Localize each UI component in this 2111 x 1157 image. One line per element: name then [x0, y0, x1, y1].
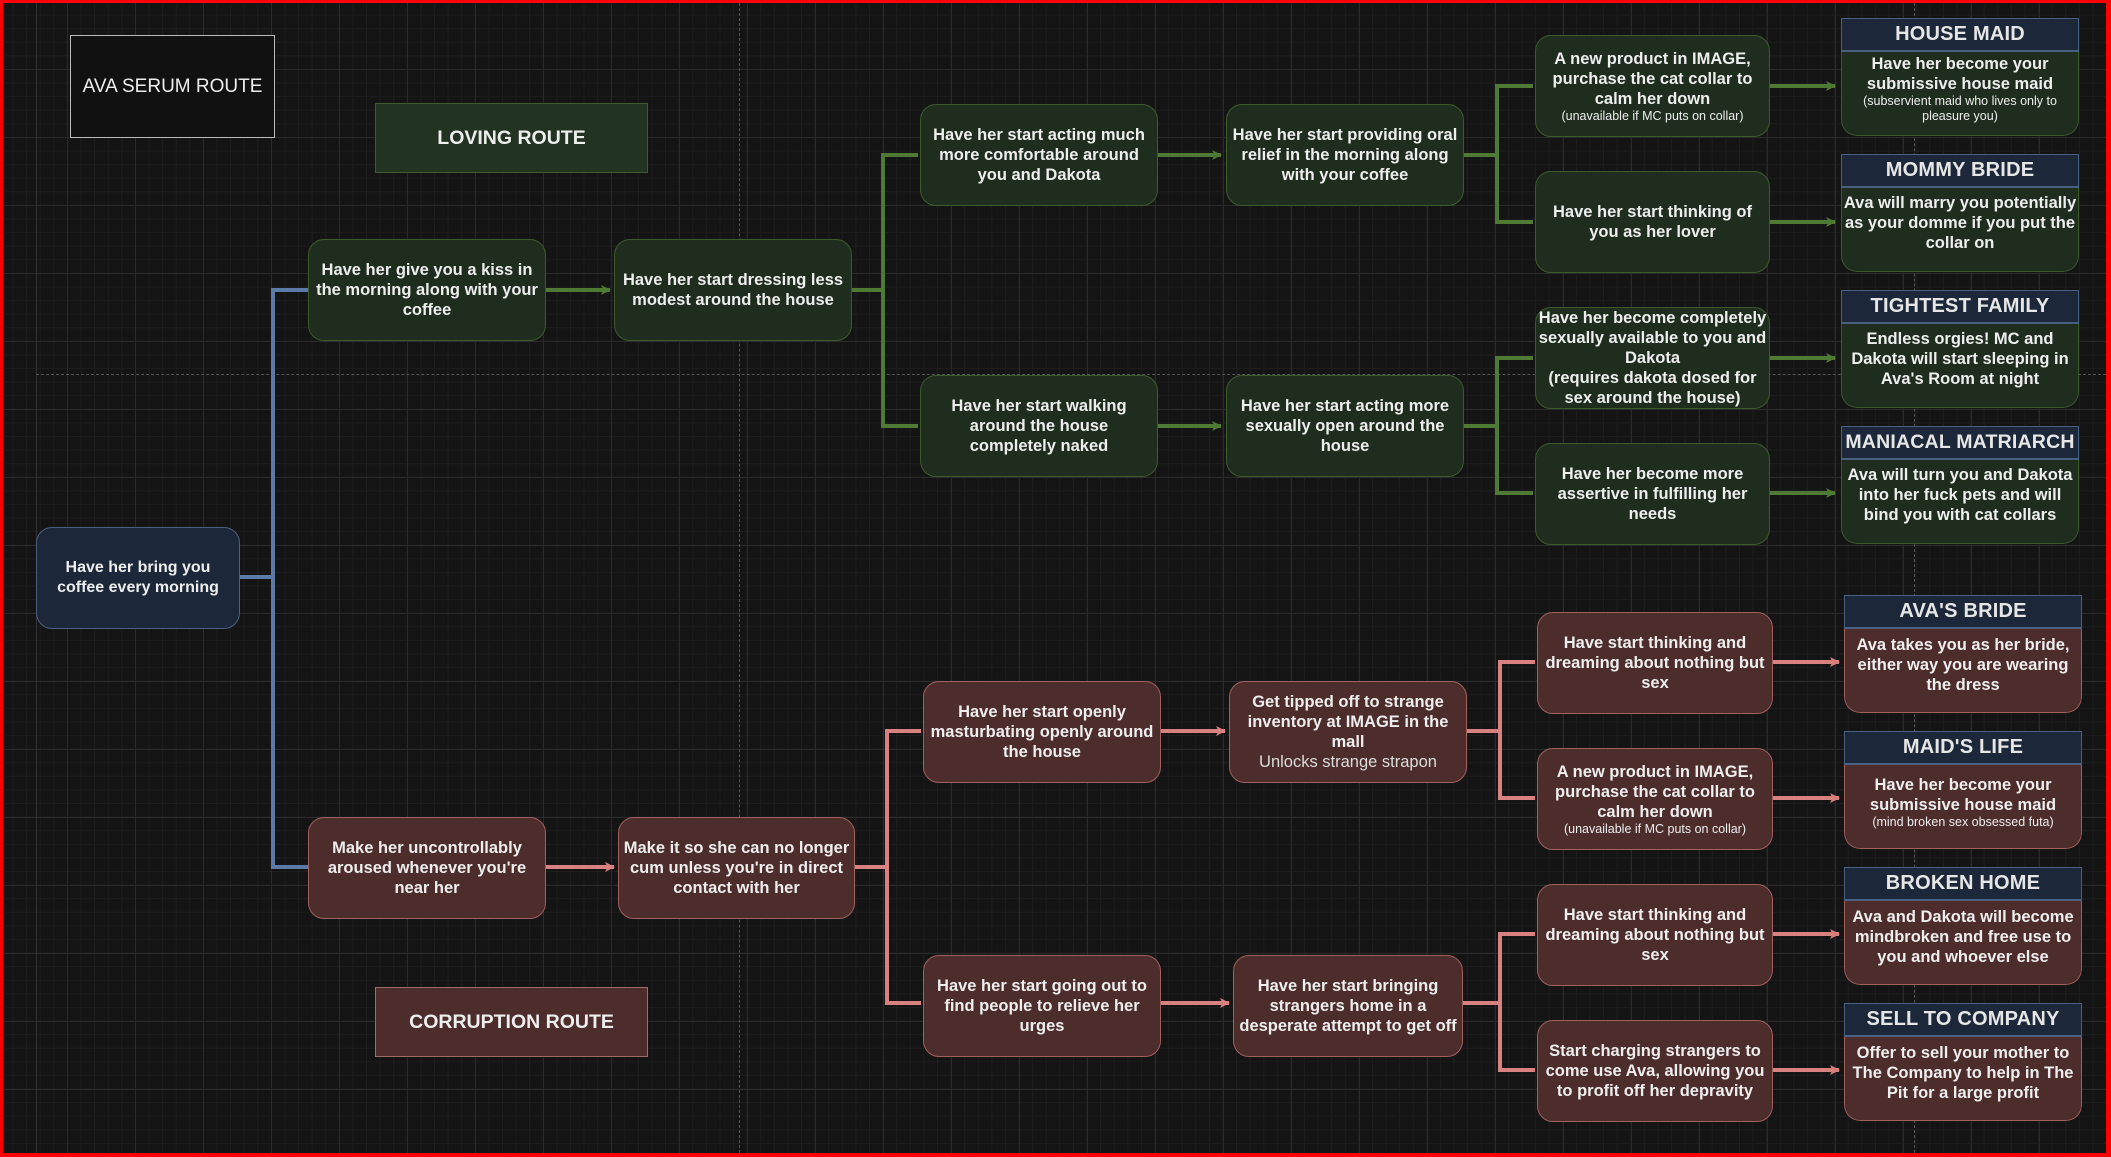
node-note: (unavailable if MC puts on collar) — [1563, 821, 1747, 836]
connector-loving-a-fork-2 — [1464, 153, 1533, 224]
node-loving-step1[interactable]: Have her give you a kiss in the morning … — [308, 239, 546, 341]
node-text: A new product in IMAGE, purchase the cat… — [1552, 49, 1753, 108]
ending-title: SELL TO COMPANY — [1844, 1003, 2082, 1037]
ending-text: Offer to sell your mother to The Company… — [1852, 1044, 2074, 1102]
ending-title: TIGHTEST FAMILY — [1841, 290, 2079, 324]
node-loving-a-step3[interactable]: Have her start acting much more comforta… — [920, 104, 1158, 206]
node-text: Have her start providing oral relief in … — [1232, 126, 1458, 184]
connector-loving-b-fork-1 — [1464, 356, 1533, 428]
ending-text: Ava takes you as her bride, either way y… — [1856, 636, 2070, 694]
connector-loving-a-fork-1 — [1464, 84, 1533, 157]
node-text: Have her become completely sexually avai… — [1538, 309, 1767, 367]
connector-corruption-a-fork-1 — [1467, 660, 1535, 733]
ending-title: MANIACAL MATRIARCH — [1841, 426, 2079, 460]
ending-maids-life[interactable]: MAID'S LIFE Have her become your submiss… — [1844, 731, 2082, 849]
ending-maniacal-matriarch[interactable]: MANIACAL MATRIARCH Ava will turn you and… — [1841, 426, 2079, 544]
node-note: (unavailable if MC puts on collar) — [1561, 108, 1744, 123]
ending-tightest-family[interactable]: TIGHTEST FAMILY Endless orgies! MC and D… — [1841, 290, 2079, 408]
node-text: Have start thinking and dreaming about n… — [1545, 906, 1765, 964]
node-loving-b-step4[interactable]: Have her start acting more sexually open… — [1226, 375, 1464, 477]
ending-text: Have her become your submissive house ma… — [1869, 776, 2057, 814]
ending-note: (subservient maid who lives only to plea… — [1863, 94, 2057, 123]
connector-corruption-a-fork-2 — [1467, 729, 1535, 800]
connector-loving-b-fork-2 — [1464, 424, 1533, 495]
ending-broken-home[interactable]: BROKEN HOME Ava and Dakota will become m… — [1844, 867, 2082, 985]
node-corruption-b-choice2[interactable]: Start charging strangers to come use Ava… — [1537, 1020, 1773, 1122]
corruption-route-label[interactable]: CORRUPTION ROUTE — [375, 987, 648, 1057]
connector-loving-fork-b — [852, 288, 918, 428]
ending-avas-bride[interactable]: AVA'S BRIDE Ava takes you as her bride, … — [1844, 595, 2082, 713]
connector-loving-fork-a — [852, 153, 918, 292]
ending-sell-to-company[interactable]: SELL TO COMPANY Offer to sell your mothe… — [1844, 1003, 2082, 1121]
node-loving-b-choice1[interactable]: Have her become completely sexually avai… — [1535, 307, 1770, 409]
connector-corruption-fork-a — [855, 729, 921, 869]
node-corruption-b-choice1[interactable]: Have start thinking and dreaming about n… — [1537, 884, 1773, 986]
page-break-vertical — [739, 3, 740, 1153]
node-corruption-b-step4[interactable]: Have her start bringing strangers home i… — [1233, 955, 1463, 1057]
diagram-title-text: AVA SERUM ROUTE — [82, 75, 263, 97]
node-text: Have her start thinking of you as her lo… — [1553, 203, 1752, 241]
node-text: Make her uncontrollably aroused whenever… — [327, 839, 527, 897]
node-corruption-b-step3[interactable]: Have her start going out to find people … — [923, 955, 1161, 1057]
connector-root-corruption — [240, 575, 308, 869]
node-root[interactable]: Have her bring you coffee every morning — [36, 527, 240, 629]
connectors-layer — [240, 81, 1840, 1075]
node-text: Have her start bringing strangers home i… — [1239, 977, 1457, 1035]
node-loving-a-step4[interactable]: Have her start providing oral relief in … — [1226, 104, 1464, 206]
node-text: Get tipped off to strange inventory at I… — [1247, 693, 1449, 751]
node-corruption-step1[interactable]: Make her uncontrollably aroused whenever… — [308, 817, 546, 919]
ending-text: Endless orgies! MC and Dakota will start… — [1851, 329, 2069, 388]
node-loving-a-choice2[interactable]: Have her start thinking of you as her lo… — [1535, 171, 1770, 273]
ending-house-maid[interactable]: HOUSE MAID Have her become your submissi… — [1841, 18, 2079, 136]
node-corruption-a-step3[interactable]: Have her start openly masturbating openl… — [923, 681, 1161, 783]
ending-title: AVA'S BRIDE — [1844, 595, 2082, 629]
node-corruption-a-choice1[interactable]: Have start thinking and dreaming about n… — [1537, 612, 1773, 714]
connector-corruption-b-fork-2 — [1463, 1001, 1535, 1072]
ending-title: HOUSE MAID — [1841, 18, 2079, 52]
ending-title: MOMMY BRIDE — [1841, 154, 2079, 188]
node-text: Have her bring you coffee every morning — [57, 559, 219, 596]
node-text: Start charging strangers to come use Ava… — [1545, 1042, 1765, 1100]
connector-corruption-b-fork-1 — [1463, 932, 1535, 1005]
node-text: Have her start acting much more comforta… — [933, 126, 1145, 184]
node-loving-a-choice1[interactable]: A new product in IMAGE, purchase the cat… — [1535, 35, 1770, 137]
page-break-horizontal — [36, 374, 2106, 375]
node-text: Have her start walking around the house … — [951, 397, 1127, 455]
node-text: Have her start openly masturbating openl… — [930, 703, 1154, 761]
node-loving-b-choice2[interactable]: Have her become more assertive in fulfil… — [1535, 443, 1770, 545]
ending-title: BROKEN HOME — [1844, 867, 2082, 901]
node-text: Have start thinking and dreaming about n… — [1545, 634, 1765, 692]
corruption-route-label-text: CORRUPTION ROUTE — [409, 1010, 614, 1033]
connector-corruption-fork-b — [855, 865, 921, 1005]
ending-text: Ava will turn you and Dakota into her fu… — [1847, 465, 2073, 524]
node-note: Unlocks strange strapon — [1259, 753, 1437, 771]
connector-root-loving — [240, 288, 308, 579]
node-text: Have her start dressing less modest arou… — [622, 271, 844, 309]
node-text: Have her give you a kiss in the morning … — [316, 261, 538, 319]
ending-text: Have her become your submissive house ma… — [1866, 55, 2054, 93]
ending-mommy-bride[interactable]: MOMMY BRIDE Ava will marry you potential… — [1841, 154, 2079, 272]
ending-text: Ava and Dakota will become mindbroken an… — [1852, 908, 2074, 966]
loving-route-label-text: LOVING ROUTE — [437, 126, 586, 149]
page-break-vertical — [1914, 3, 1915, 1153]
node-text: Have her start going out to find people … — [937, 977, 1147, 1035]
ending-title: MAID'S LIFE — [1844, 731, 2082, 765]
ending-note: (mind broken sex obsessed futa) — [1872, 815, 2054, 829]
node-note: (requires dakota dosed for sex around th… — [1548, 369, 1757, 407]
node-corruption-step2[interactable]: Make it so she can no longer cum unless … — [618, 817, 855, 919]
node-corruption-a-step4[interactable]: Get tipped off to strange inventory at I… — [1229, 681, 1467, 783]
node-loving-b-step3[interactable]: Have her start walking around the house … — [920, 375, 1158, 477]
loving-route-label[interactable]: LOVING ROUTE — [375, 103, 648, 173]
node-text: A new product in IMAGE, purchase the cat… — [1555, 762, 1755, 821]
diagram-canvas[interactable]: AVA SERUM ROUTE LOVING ROUTE CORRUPTION … — [3, 3, 2106, 1153]
diagram-title[interactable]: AVA SERUM ROUTE — [70, 35, 275, 138]
node-text: Make it so she can no longer cum unless … — [623, 839, 850, 897]
ending-text: Ava will marry you potentially as your d… — [1843, 193, 2077, 252]
node-corruption-a-choice2[interactable]: A new product in IMAGE, purchase the cat… — [1537, 748, 1773, 850]
node-text: Have her become more assertive in fulfil… — [1557, 465, 1748, 523]
node-loving-step2[interactable]: Have her start dressing less modest arou… — [614, 239, 852, 341]
node-text: Have her start acting more sexually open… — [1240, 397, 1450, 455]
